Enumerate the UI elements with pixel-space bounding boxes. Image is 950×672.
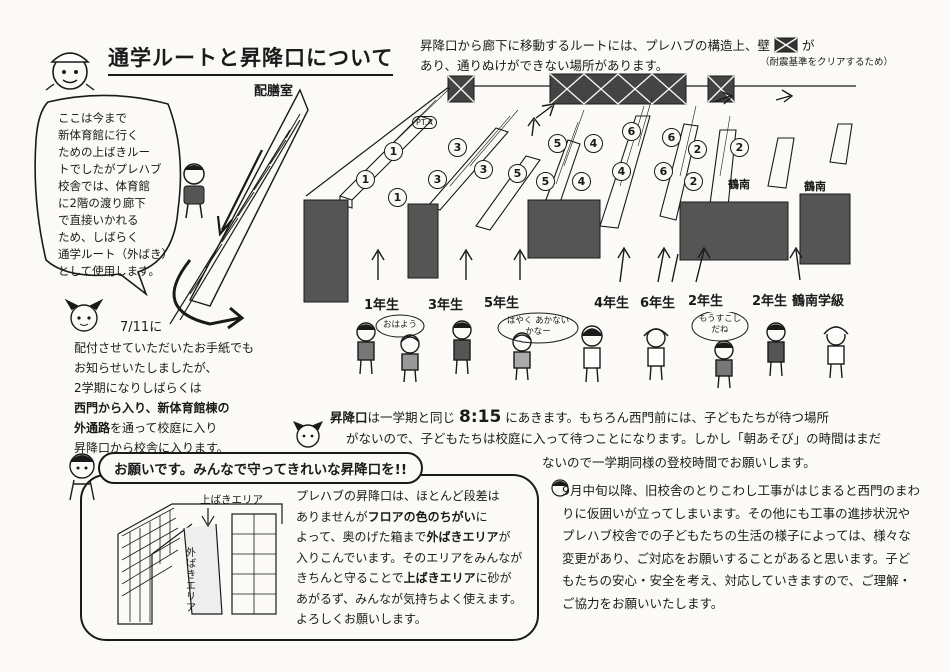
bubble-text: ここは今まで 新体育館に行く ための上ばきルー トでしたがプレハブ 校舎では、体… <box>58 111 173 278</box>
page-title: 通学ルートと昇降口について <box>108 42 394 76</box>
notice-block: 7/11に 配付させていただいたお手紙でも お知らせいたしましたが、 2学期にな… <box>74 318 304 458</box>
speech-bubble <box>34 94 182 296</box>
walkway-illustration <box>169 88 309 330</box>
main-paragraph-line2: がないので、子どもたちは校庭に入って待つことになります。しかし「朝あそび」の時間… <box>346 431 882 446</box>
children-waiting-illustration <box>356 312 849 389</box>
notice-line: お知らせいたしましたが、 <box>74 361 218 375</box>
structure-note-aside: （耐震基準をクリアするため） <box>760 57 894 68</box>
kid-speech-2: はやく あかない かなー <box>506 316 570 337</box>
shelf-number: 2 <box>688 140 707 159</box>
shelf-number: 2 <box>684 172 703 191</box>
haizenshitsu-label: 配膳室 <box>254 84 294 99</box>
notice-line: 西門から入り、新体育館棟の <box>74 401 230 415</box>
grade-label-4: 4年生 <box>594 296 630 311</box>
child-walking-icon <box>183 163 205 219</box>
shelf-number: 3 <box>448 138 467 157</box>
mascot-pointing-icon <box>69 453 95 501</box>
shelf-number: 5 <box>548 134 567 153</box>
wall-braces <box>447 73 735 105</box>
request-box-text: プレハブの昇降口は、ほとんど段差は ありませんがフロアの色のちがいに よって、奥… <box>296 489 523 626</box>
main-paragraph: 昇降口は一学期と同じ 8:15 にあきます。もちろん西門前には、子どもたちが待つ… <box>330 407 830 427</box>
kanan-shelf-label: 鶴南 <box>728 178 750 191</box>
shelf-number: 1 <box>384 142 403 161</box>
shelf-number: 3 <box>474 160 493 179</box>
pta-label: PT.A <box>412 116 437 129</box>
shelf-number: 1 <box>356 170 375 189</box>
sotobaki-area-label: 外ばきエリア <box>186 548 196 614</box>
uwabaki-area-label: 上ばきエリア <box>200 494 263 506</box>
request-box-title: お願いです。みんなで守ってきれいな昇降口を!! <box>98 452 423 484</box>
construction-notice: 9月中旬以降、旧校舎のとりこわし工事がはじまると西門のまわりに仮囲いが立ってしま… <box>562 483 920 611</box>
shelf-number: 5 <box>508 164 527 183</box>
grade-label-1: 1年生 <box>364 298 400 313</box>
kid-speech-3: もうすこし だね <box>698 314 742 335</box>
structure-note-line2: あり、通りぬけができない場所があります。 <box>420 58 669 73</box>
shelf-number: 1 <box>388 188 407 207</box>
entrance-floor-diagram <box>117 503 283 625</box>
mascot-mini-icon <box>551 479 569 497</box>
shelf-number: 2 <box>730 138 749 157</box>
shelf-number: 3 <box>428 170 447 189</box>
shelf-number: 6 <box>654 162 673 181</box>
shoe-locker-floorplan <box>303 73 856 303</box>
notice-line: 昇降口から校舎に入ります。 <box>74 441 229 455</box>
mascot-boy-icon <box>45 52 95 91</box>
structure-note-line1: 昇降口から廊下に移動するルートには、プレハブの構造上、壁 が <box>420 37 815 53</box>
mascot-small-icon <box>292 421 324 448</box>
shelf-number: 6 <box>662 128 681 147</box>
shelf-number: 4 <box>572 172 591 191</box>
notice-line: 2学期になりしばらくは <box>74 381 202 395</box>
grade-label-6: 6年生 <box>640 296 676 311</box>
wall-brace-icon <box>774 37 798 53</box>
main-paragraph-line3: ないので一学期同様の登校時間でお願いします。 <box>542 455 816 470</box>
grade-label-2: 2年生 <box>688 294 724 309</box>
grade-label-2b: 2年生 <box>752 294 788 309</box>
notice-date: 7/11に <box>120 320 163 335</box>
shelf-number: 4 <box>584 134 603 153</box>
mascot-girl-icon <box>64 298 104 332</box>
shelf-number: 5 <box>536 172 555 191</box>
notice-line: 配付させていただいたお手紙でも <box>74 341 255 355</box>
shelf-number: 4 <box>612 162 631 181</box>
grade-label-kanan: 鶴南学級 <box>792 294 845 309</box>
grade-label-3: 3年生 <box>428 298 464 313</box>
kid-speech-1: おはよう <box>382 320 417 330</box>
shelf-number: 6 <box>622 122 641 141</box>
kanan-shelf-label: 鶴南 <box>804 180 826 193</box>
notice-line: 外通路を通って校庭に入り <box>74 421 218 435</box>
grade-label-5: 5年生 <box>484 296 520 311</box>
